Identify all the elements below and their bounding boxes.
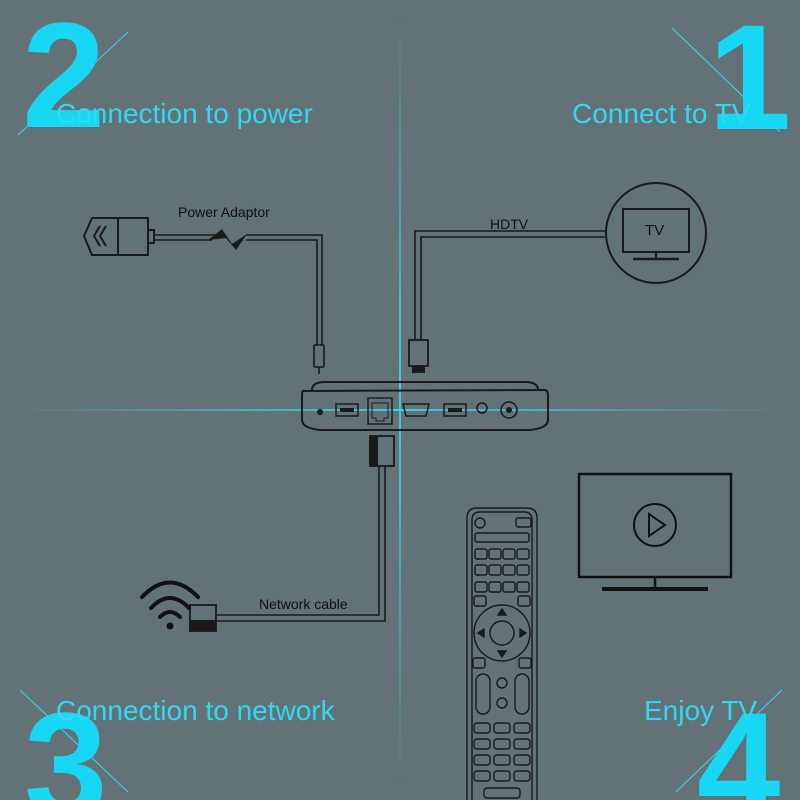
remote-control-icon — [466, 507, 538, 800]
accent-line-4 — [675, 689, 783, 793]
power-cable — [154, 234, 323, 345]
step-4-number: 4 — [697, 681, 781, 800]
step-3-title: Connection to network — [56, 695, 335, 726]
wifi-dot — [166, 622, 174, 630]
wifi-icon — [140, 580, 200, 619]
play-tv-icon — [577, 472, 733, 591]
step-4-title: Enjoy TV — [644, 695, 758, 726]
power-connector — [313, 344, 325, 368]
step-3-number: 3 — [24, 681, 108, 800]
network-cable-label: Network cable — [259, 596, 348, 612]
step-1-number: 1 — [708, 0, 792, 161]
accent-line-3 — [19, 689, 129, 793]
play-triangle — [648, 512, 667, 538]
accent-line-2 — [17, 31, 129, 136]
hdmi-tip — [412, 366, 425, 373]
accent-line-1 — [671, 27, 781, 133]
set-top-box-icon — [301, 381, 549, 431]
power-adaptor-label: Power Adaptor — [178, 204, 270, 220]
hdtv-label: HDTV — [490, 216, 529, 232]
step-2-number: 2 — [22, 0, 106, 159]
tv-bubble — [605, 182, 707, 284]
tv-label: TV — [645, 222, 665, 239]
step-1-title: Connect to TV — [572, 98, 751, 129]
ethernet-connector-bottom-fill — [190, 620, 216, 631]
power-plug-icon — [82, 217, 155, 256]
divider-vertical — [399, 10, 401, 790]
tv-icon — [622, 208, 690, 261]
divider-horizontal — [10, 409, 790, 411]
step-2-title: Connection to power — [56, 98, 313, 129]
network-cable — [216, 466, 386, 622]
hdtv-cable — [414, 230, 605, 340]
hdmi-connector — [408, 339, 429, 367]
ethernet-connector-top-fill — [370, 436, 378, 466]
play-icon — [633, 503, 677, 547]
lightning-icon — [208, 229, 247, 250]
